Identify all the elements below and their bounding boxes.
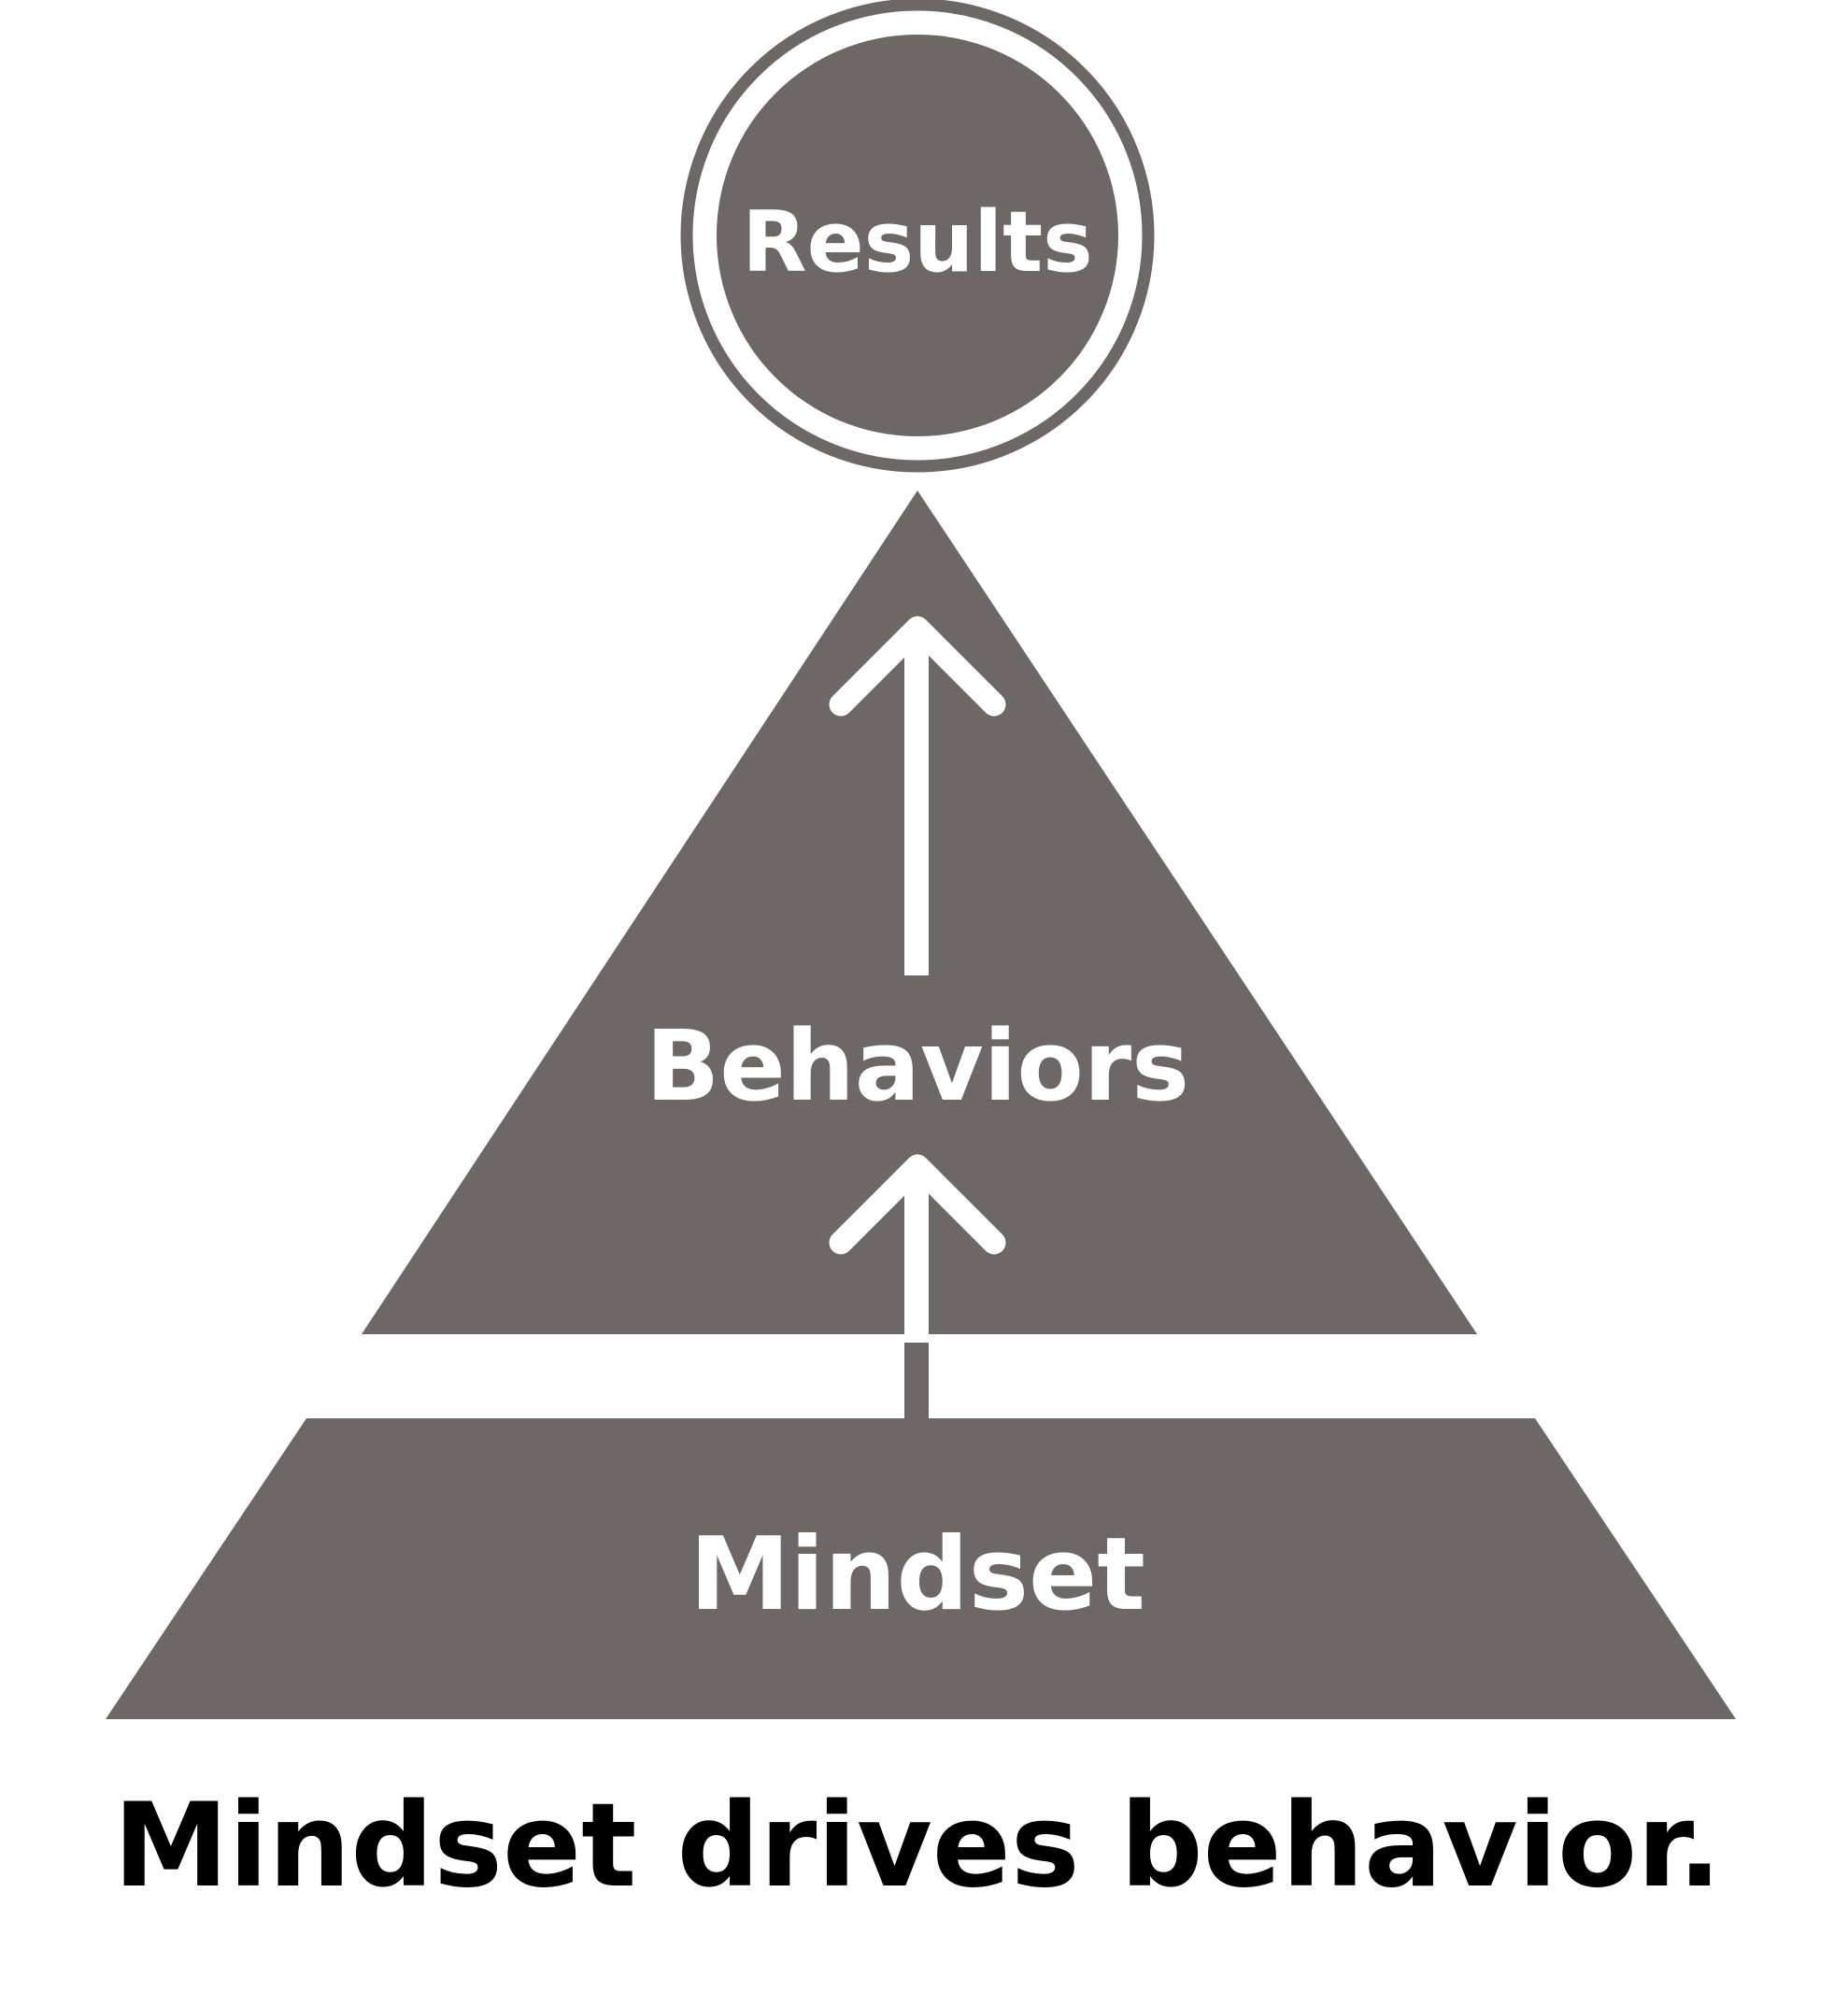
results-inner-circle <box>717 35 1118 436</box>
results-node: Results <box>680 0 1155 473</box>
mindset-trapezoid <box>106 1418 1736 1719</box>
results-outer-ring <box>680 0 1155 473</box>
lower-arrow-head <box>829 1154 1006 1255</box>
lower-arrow-shaft-upper <box>904 1179 929 1334</box>
behaviors-label: Behaviors <box>646 1009 1189 1123</box>
diagram-caption: Mindset drives behavior. <box>113 1779 1722 1914</box>
mindset-label: Mindset <box>689 1516 1145 1633</box>
results-label: Results <box>742 193 1092 292</box>
upper-arrow-head <box>829 616 1006 717</box>
mindset-node: Mindset <box>106 1418 1736 1719</box>
arrow-up-icon <box>829 616 1006 975</box>
arrow-up-icon <box>829 1154 1006 1418</box>
lower-arrow-shaft-connector <box>904 1343 929 1418</box>
upper-arrow-shaft <box>904 643 929 975</box>
